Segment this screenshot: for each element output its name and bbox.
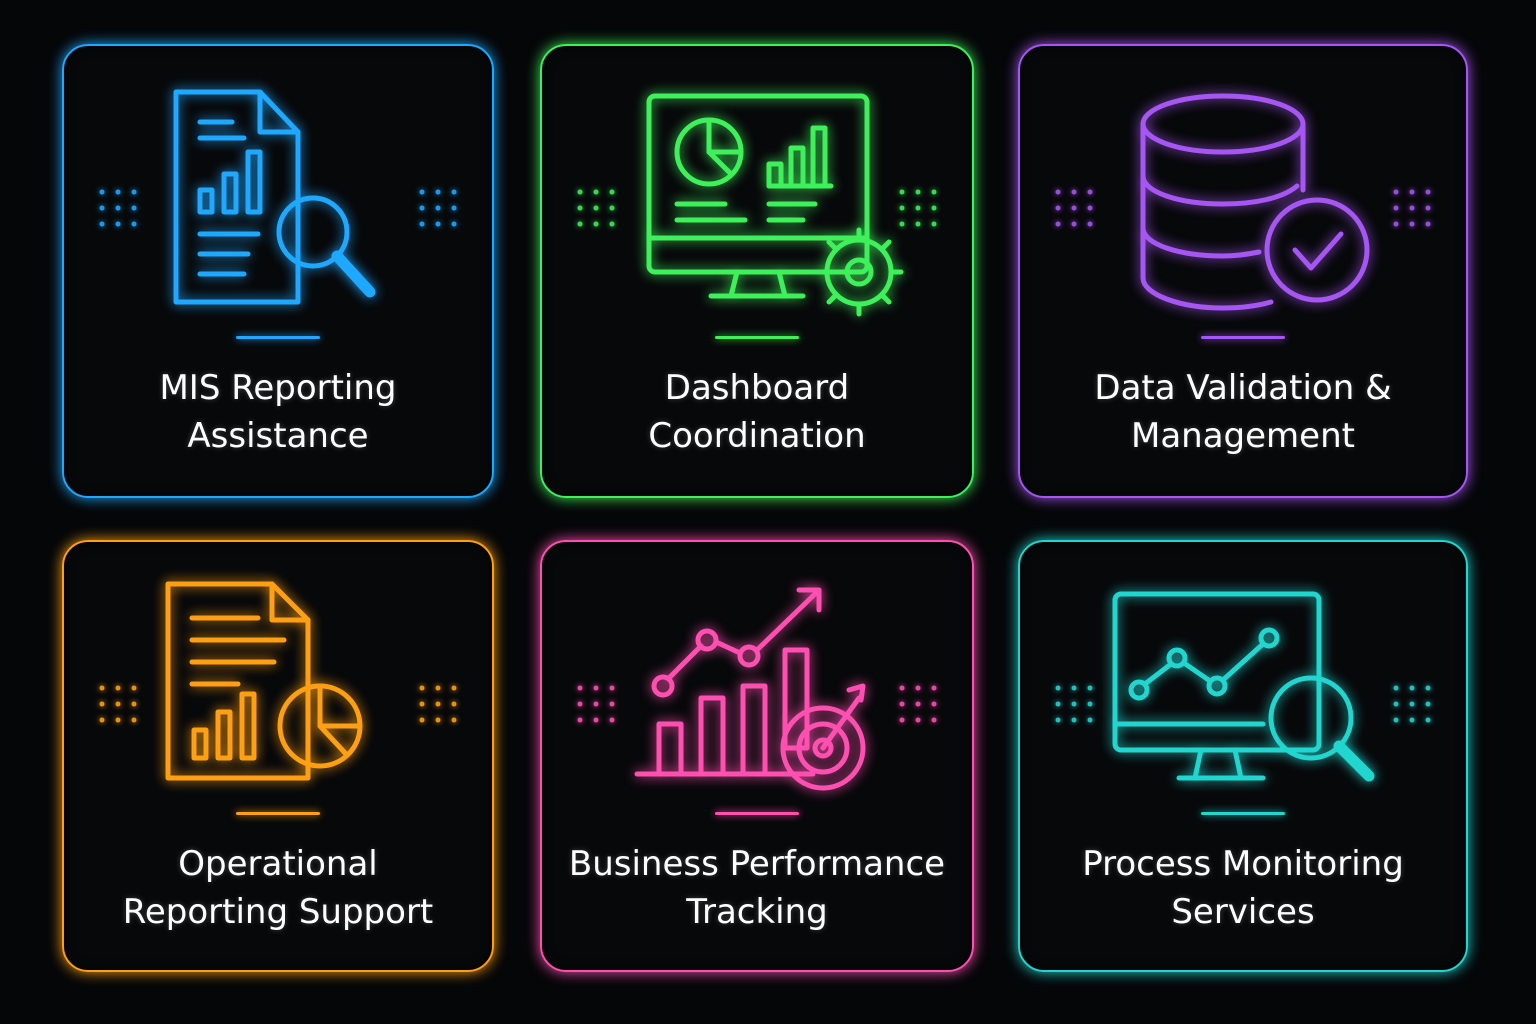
dot-grid-left <box>94 184 142 232</box>
dot-grid-right <box>1388 680 1436 728</box>
card-title: MIS Reporting Assistance <box>64 364 492 460</box>
dot-grid-right <box>414 680 462 728</box>
card-underline <box>715 336 799 339</box>
card-title-line2: Coordination <box>648 416 866 456</box>
card-title: Business Performance Tracking <box>542 840 972 936</box>
dot-grid-right <box>1388 184 1436 232</box>
dot-grid-left <box>572 184 620 232</box>
dot-grid-left <box>1050 680 1098 728</box>
card-dashboard-coordination[interactable]: Dashboard Coordination <box>540 44 974 498</box>
card-title-line2: Reporting Support <box>122 892 434 932</box>
dashboard-gear-icon <box>627 82 904 322</box>
card-underline <box>1201 812 1285 815</box>
card-mis-reporting[interactable]: MIS Reporting Assistance <box>62 44 494 498</box>
card-title-line2: Tracking <box>686 892 828 932</box>
card-underline <box>1201 336 1285 339</box>
card-operational-reporting[interactable]: Operational Reporting Support <box>62 540 494 972</box>
card-title-line2: Management <box>1131 416 1355 456</box>
report-search-icon <box>148 82 408 322</box>
card-title-line2: Assistance <box>187 416 369 456</box>
dot-grid-right <box>894 680 942 728</box>
card-underline <box>715 812 799 815</box>
monitor-search-icon <box>1112 578 1375 818</box>
card-title-line1: Process Monitoring <box>1082 844 1404 884</box>
card-title-line1: Business Performance <box>568 844 946 884</box>
card-title: Dashboard Coordination <box>542 364 972 460</box>
card-business-performance[interactable]: Business Performance Tracking <box>540 540 974 972</box>
dot-grid-left <box>1050 184 1098 232</box>
card-process-monitoring[interactable]: Process Monitoring Services <box>1018 540 1468 972</box>
card-data-validation[interactable]: Data Validation & Management <box>1018 44 1468 498</box>
card-title: Data Validation & Management <box>1020 364 1466 460</box>
card-title: Process Monitoring Services <box>1020 840 1466 936</box>
growth-target-icon <box>627 578 887 818</box>
dot-grid-right <box>414 184 462 232</box>
dot-grid-left <box>572 680 620 728</box>
card-underline <box>236 336 320 339</box>
card-title-line1: Operational <box>178 844 378 884</box>
document-pie-icon <box>148 578 408 818</box>
card-underline <box>236 812 320 815</box>
card-title-line2: Services <box>1171 892 1315 932</box>
card-title-line1: Data Validation & <box>1094 368 1392 408</box>
card-title-line1: Dashboard <box>664 368 850 408</box>
database-check-icon <box>1113 82 1373 322</box>
dot-grid-right <box>894 184 942 232</box>
dot-grid-left <box>94 680 142 728</box>
card-title-line1: MIS Reporting <box>159 368 397 408</box>
card-title: Operational Reporting Support <box>64 840 492 936</box>
